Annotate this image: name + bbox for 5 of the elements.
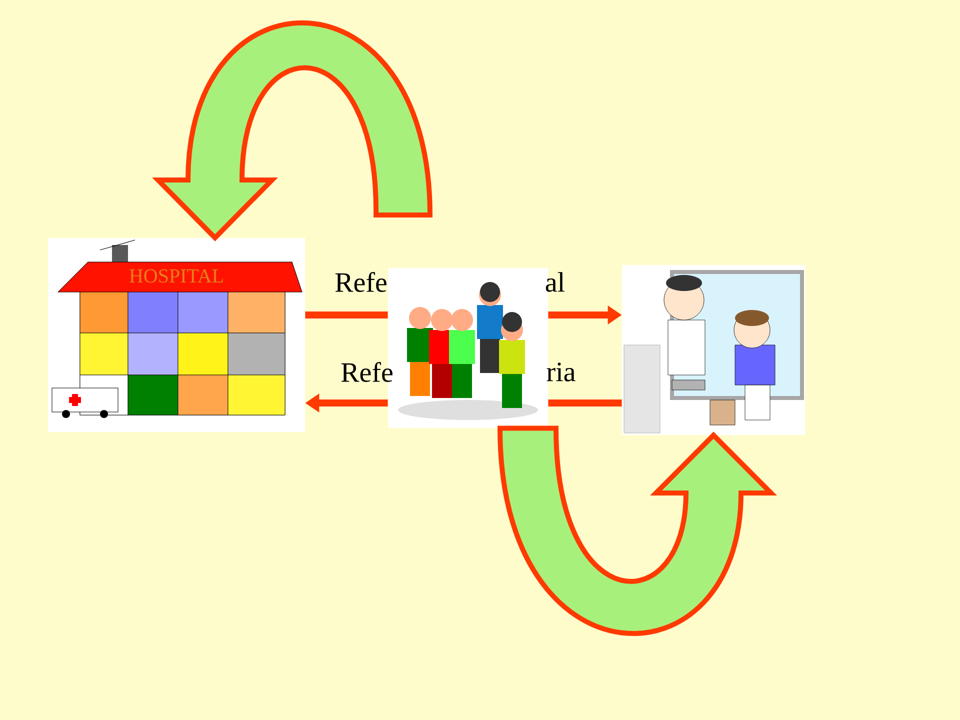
label-text: al xyxy=(546,272,565,292)
label-text: Refe xyxy=(335,272,386,292)
label-text: Refe xyxy=(341,362,392,382)
roof-sign-text: HOSPITAL xyxy=(130,269,223,283)
label-text: ria xyxy=(546,362,576,382)
